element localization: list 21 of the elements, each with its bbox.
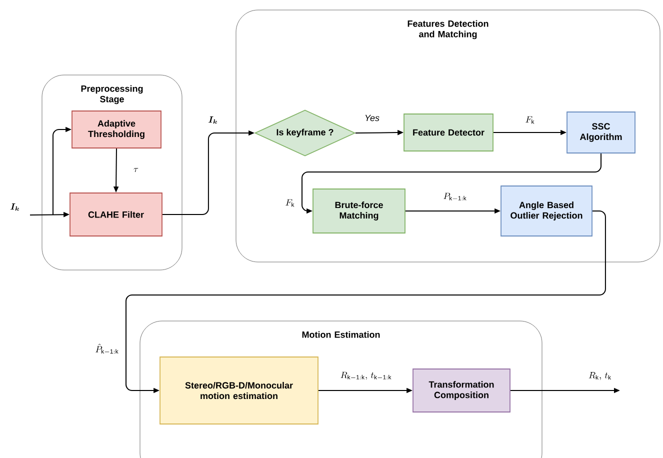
panel-title: Preprocessing Stage xyxy=(81,85,143,104)
edge-label: Yes xyxy=(364,114,381,122)
edge-label: $\hat{P}_{\mathrm{k-1:k}}$ xyxy=(94,342,120,356)
process-box: Feature Detector xyxy=(404,114,494,152)
process-box: Adaptive Thresholding xyxy=(72,110,162,148)
edge-label: $R_{\mathrm{k}},\, t_{\mathrm{k}}$ xyxy=(588,371,612,381)
process-box: CLAHE Filter xyxy=(70,192,162,236)
edge-label: $P_{\mathrm{k-1:k}}$ xyxy=(442,192,468,202)
panel-title: Motion Estimation xyxy=(302,331,380,338)
process-box: Brute-force Matching xyxy=(312,188,406,234)
process-box: Angle Based Outlier Rejection xyxy=(500,186,592,236)
edge-label: $F_{\mathrm{k}}$ xyxy=(524,115,536,125)
panel-title: Features Detection and Matching xyxy=(408,20,488,40)
edge-label: $R_{\mathrm{k-1:k}},\, t_{\mathrm{k-1:k}}$ xyxy=(339,370,393,382)
edge-label: $\tau$ xyxy=(132,167,140,173)
process-box: Stereo/RGB-D/Monocular motion estimation xyxy=(160,356,318,424)
process-box: SSC Algorithm xyxy=(566,112,636,154)
edge-label: $\boldsymbol{I_k}$ xyxy=(9,202,21,212)
process-box: Transformation Composition xyxy=(412,368,510,412)
edge-label: $\boldsymbol{I_k}$ xyxy=(207,115,219,125)
edge-label: $F_{\mathrm{k}}$ xyxy=(284,198,296,208)
